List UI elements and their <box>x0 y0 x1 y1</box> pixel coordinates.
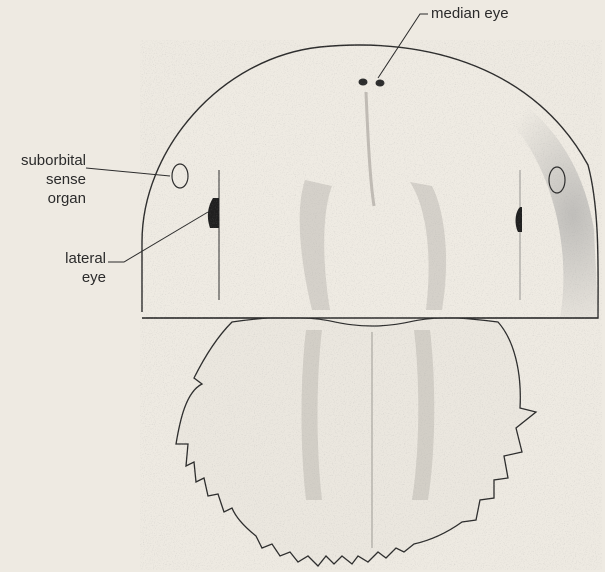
suborbital-label-line-3: organ <box>2 189 86 208</box>
lateral-label-line-2: eye <box>20 268 106 287</box>
lateral-label-line-1: lateral <box>20 249 106 268</box>
stipple-texture <box>140 40 602 570</box>
median-eye-label-text: median eye <box>431 4 509 23</box>
label-lateral-eye: lateral eye <box>20 249 106 287</box>
suborbital-label-line-2: sense <box>2 170 86 189</box>
suborbital-label-line-1: suborbital <box>2 151 86 170</box>
label-suborbital-sense-organ: suborbital sense organ <box>2 151 86 208</box>
label-median-eye: median eye <box>431 4 509 23</box>
